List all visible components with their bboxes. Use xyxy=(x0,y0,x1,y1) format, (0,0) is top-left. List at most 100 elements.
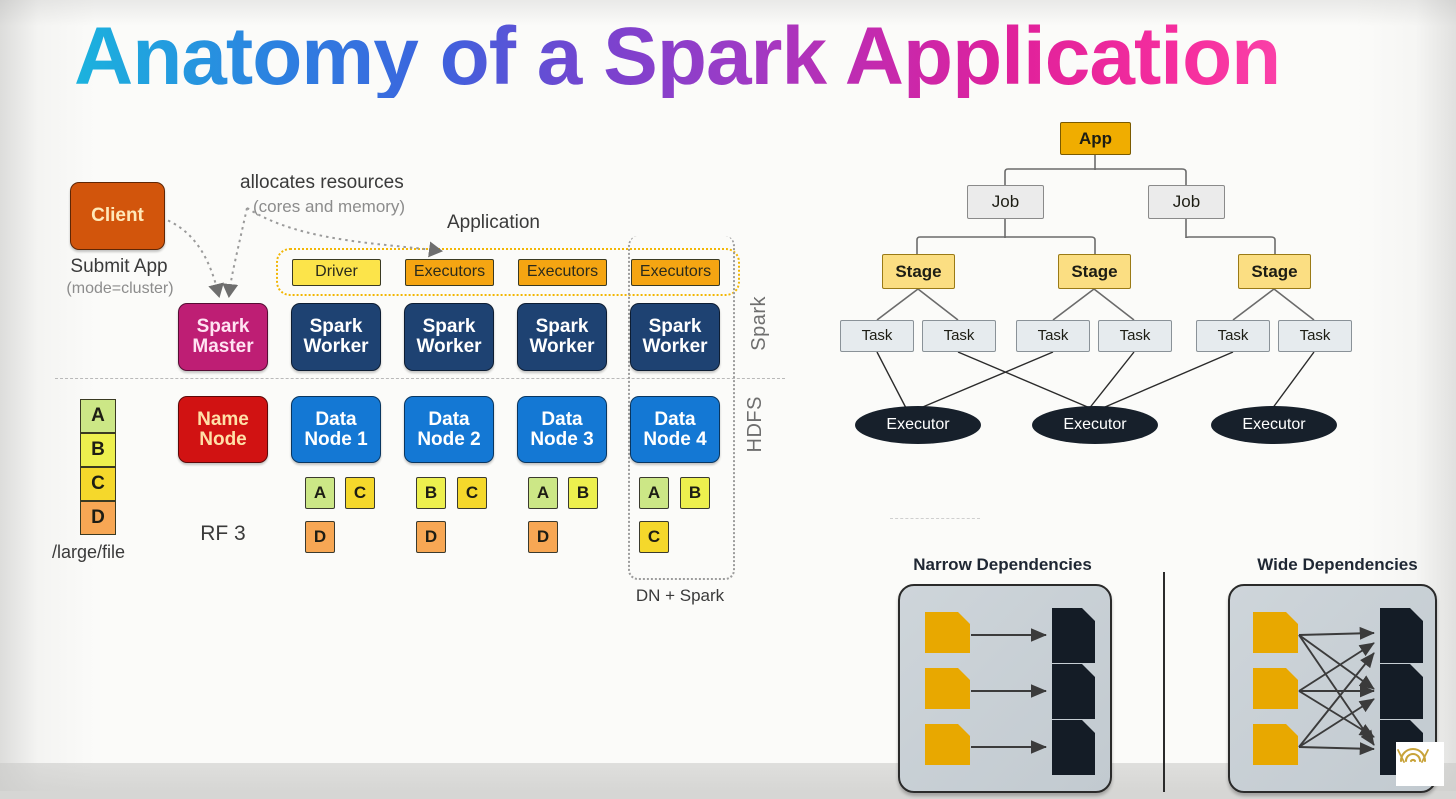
client-node[interactable]: Client xyxy=(70,182,165,250)
spark-worker-1-line2: Worker xyxy=(303,336,369,357)
dn4-block-c: C xyxy=(639,521,669,553)
dn3-block-d: D xyxy=(528,521,558,553)
dag-task-2-label: Task xyxy=(943,327,975,345)
dn1-block-a-label: A xyxy=(313,483,327,503)
dn1-block-d: D xyxy=(305,521,335,553)
spark-worker-3-line2: Worker xyxy=(529,336,595,357)
dag-job-node-1[interactable]: Job xyxy=(967,185,1044,219)
spark-worker-node-4[interactable]: Spark Worker xyxy=(630,303,720,371)
dn4-block-c-label: C xyxy=(647,527,661,547)
dag-task-node-4[interactable]: Task xyxy=(1098,320,1172,352)
dn2-block-d-label: D xyxy=(424,527,438,547)
dn4-block-a: A xyxy=(639,477,669,509)
watermark-logo-icon xyxy=(1397,747,1429,763)
data-node-1-line1: Data xyxy=(315,408,357,430)
file-block-b: B xyxy=(80,433,116,467)
bottom-band-edge xyxy=(0,791,1456,799)
dag-task-node-1[interactable]: Task xyxy=(840,320,914,352)
data-node-2-line1: Data xyxy=(428,408,470,430)
name-node[interactable]: Name Node xyxy=(178,396,268,463)
application-label: Application xyxy=(447,212,540,233)
dag-stage-node-2[interactable]: Stage xyxy=(1058,254,1131,289)
dag-stage-node-1[interactable]: Stage xyxy=(882,254,955,289)
dn2-block-d: D xyxy=(416,521,446,553)
wide-dependencies-title: Wide Dependencies xyxy=(1257,555,1418,574)
dn4-block-b: B xyxy=(680,477,710,509)
data-node-3-line1: Data xyxy=(541,408,583,430)
executors-label-2: Executors xyxy=(526,263,599,281)
hdfs-layer-label: HDFS xyxy=(744,396,766,453)
executors-box-2[interactable]: Executors xyxy=(518,259,607,286)
spark-worker-1-line1: Spark xyxy=(309,316,363,338)
dn3-block-b-label: B xyxy=(576,483,590,503)
driver-box[interactable]: Driver xyxy=(292,259,381,286)
dag-executor-2-label: Executor xyxy=(1063,415,1127,433)
dag-task-1-label: Task xyxy=(861,327,893,345)
dag-task-node-3[interactable]: Task xyxy=(1016,320,1090,352)
dn2-block-b: B xyxy=(416,477,446,509)
spark-master-line2: Master xyxy=(192,336,254,357)
client-subcaption: (mode=cluster) xyxy=(66,280,174,297)
application-boundary xyxy=(276,248,740,296)
dag-job-2-label: Job xyxy=(1172,192,1201,212)
name-node-line1: Name xyxy=(197,408,249,430)
file-block-c: C xyxy=(80,467,116,501)
page-title: Anatomy of a Spark Application xyxy=(74,11,1281,102)
dn4-block-a-label: A xyxy=(647,483,661,503)
file-path-label: /large/file xyxy=(52,542,126,562)
spark-worker-node-2[interactable]: Spark Worker xyxy=(404,303,494,371)
data-node-4[interactable]: Data Node 4 xyxy=(630,396,720,463)
dag-app-node[interactable]: App xyxy=(1060,122,1131,155)
spark-hdfs-separator xyxy=(55,378,785,379)
file-block-a-label: A xyxy=(91,405,105,426)
spark-worker-4-line1: Spark xyxy=(648,316,702,338)
dag-task-4-label: Task xyxy=(1119,327,1151,345)
dn2-block-c: C xyxy=(457,477,487,509)
dn2-block-b-label: B xyxy=(424,483,438,503)
spark-worker-node-1[interactable]: Spark Worker xyxy=(291,303,381,371)
dag-executor-2[interactable]: Executor xyxy=(1032,406,1158,444)
spark-worker-3-line1: Spark xyxy=(535,316,589,338)
file-block-d-label: D xyxy=(91,507,105,528)
dependencies-vertical-divider xyxy=(1163,572,1165,792)
spark-worker-2-line1: Spark xyxy=(422,316,476,338)
executors-box-1[interactable]: Executors xyxy=(405,259,494,286)
allocates-resources-line2: (cores and memory) xyxy=(253,197,406,216)
video-watermark xyxy=(1396,742,1444,786)
dn3-block-a: A xyxy=(528,477,558,509)
dag-job-1-label: Job xyxy=(991,192,1020,212)
data-node-4-line2: Node 4 xyxy=(643,428,707,450)
data-node-2-line2: Node 2 xyxy=(417,428,481,450)
dag-executor-3[interactable]: Executor xyxy=(1211,406,1337,444)
data-node-3[interactable]: Data Node 3 xyxy=(517,396,607,463)
dn1-block-c-label: C xyxy=(353,483,367,503)
executors-label-1: Executors xyxy=(413,263,486,281)
dn3-block-b: B xyxy=(568,477,598,509)
spark-master-node[interactable]: Spark Master xyxy=(178,303,268,371)
data-node-1[interactable]: Data Node 1 xyxy=(291,396,381,463)
dag-stage-node-3[interactable]: Stage xyxy=(1238,254,1311,289)
file-block-b-label: B xyxy=(91,439,105,460)
file-block-d: D xyxy=(80,501,116,535)
dn-plus-spark-label: DN + Spark xyxy=(635,586,725,605)
dag-job-node-2[interactable]: Job xyxy=(1148,185,1225,219)
dependencies-divider-dash xyxy=(890,518,980,519)
executors-box-3[interactable]: Executors xyxy=(631,259,720,286)
dag-task-node-6[interactable]: Task xyxy=(1278,320,1352,352)
data-node-2[interactable]: Data Node 2 xyxy=(404,396,494,463)
dag-task-node-2[interactable]: Task xyxy=(922,320,996,352)
spark-worker-4-line2: Worker xyxy=(642,336,708,357)
file-block-c-label: C xyxy=(91,473,105,494)
narrow-dependencies-panel xyxy=(898,584,1112,793)
dag-task-node-5[interactable]: Task xyxy=(1196,320,1270,352)
dag-app-label: App xyxy=(1078,128,1113,148)
client-caption: Submit App xyxy=(70,256,168,277)
spark-worker-node-3[interactable]: Spark Worker xyxy=(517,303,607,371)
replication-factor-label: RF 3 xyxy=(200,522,246,545)
driver-label: Driver xyxy=(315,263,358,281)
dag-executor-1[interactable]: Executor xyxy=(855,406,981,444)
client-label: Client xyxy=(91,205,144,227)
data-node-4-line1: Data xyxy=(654,408,696,430)
dn1-block-a: A xyxy=(305,477,335,509)
file-block-a: A xyxy=(80,399,116,433)
